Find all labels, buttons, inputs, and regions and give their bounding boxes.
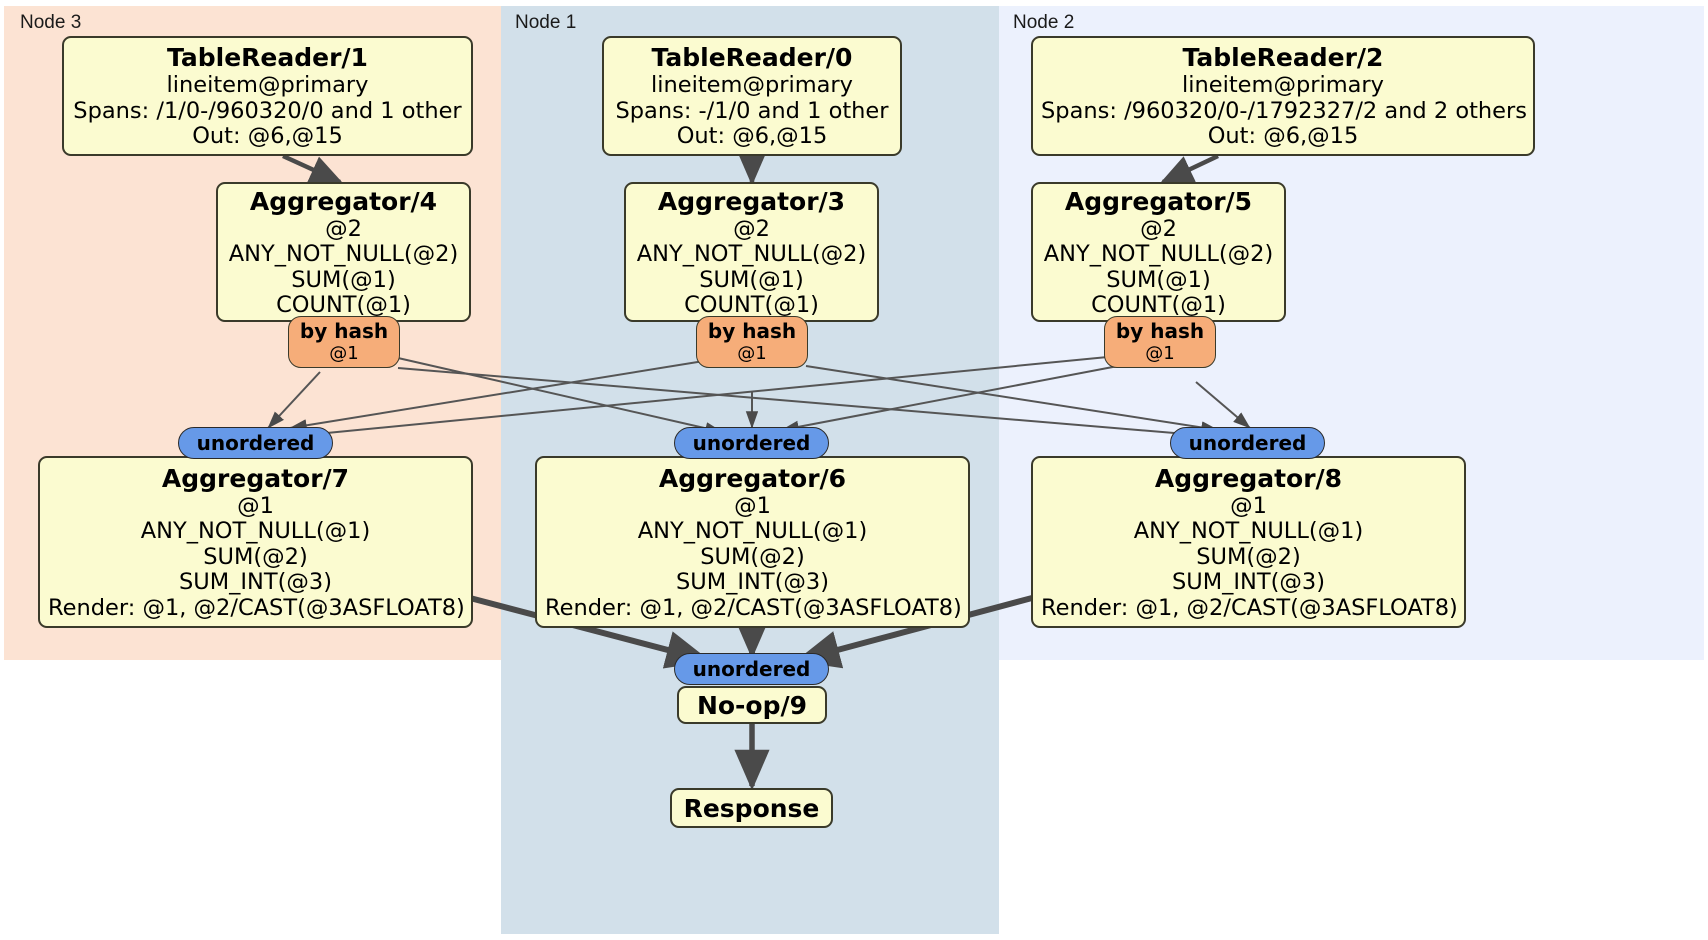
processor-aggregator-8[interactable]: Aggregator/8 @1 ANY_NOT_NULL(@1) SUM(@2)…	[1031, 456, 1466, 628]
processor-line: Spans: /1/0-/960320/0 and 1 other	[73, 97, 462, 124]
processor-line: SUM(@1)	[1106, 266, 1211, 293]
processor-line: lineitem@primary	[1182, 72, 1384, 99]
router-by-hash-center[interactable]: by hash @1	[696, 316, 808, 368]
processor-line: COUNT(@1)	[684, 292, 819, 318]
processor-tablereader-2[interactable]: TableReader/2 lineitem@primary Spans: /9…	[1031, 36, 1535, 156]
synchronizer-label: unordered	[1188, 431, 1307, 455]
processor-line: Render: @1, @2/CAST(@3ASFLOAT8)	[1041, 594, 1458, 621]
processor-title: Response	[683, 793, 820, 823]
processor-line: ANY_NOT_NULL(@2)	[1043, 241, 1274, 267]
processor-line: Render: @1, @2/CAST(@3ASFLOAT8)	[48, 594, 465, 621]
processor-line: ANY_NOT_NULL(@1)	[637, 518, 868, 545]
processor-line: SUM(@1)	[291, 266, 396, 293]
processor-aggregator-5[interactable]: Aggregator/5 @2 ANY_NOT_NULL(@2) SUM(@1)…	[1031, 182, 1286, 322]
router-by-hash-left[interactable]: by hash @1	[288, 316, 400, 368]
processor-response[interactable]: Response	[670, 788, 833, 828]
synchronizer-unordered-right[interactable]: unordered	[1170, 427, 1325, 459]
processor-line: @1	[734, 492, 771, 519]
processor-title: TableReader/0	[651, 43, 853, 73]
processor-title: Aggregator/6	[658, 463, 847, 493]
processor-tablereader-1[interactable]: TableReader/1 lineitem@primary Spans: /1…	[62, 36, 473, 156]
processor-title: No-op/9	[696, 690, 808, 720]
node-label-node3: Node 3	[20, 12, 82, 33]
synchronizer-unordered-center[interactable]: unordered	[674, 427, 829, 459]
processor-line: lineitem@primary	[166, 72, 369, 99]
processor-tablereader-0[interactable]: TableReader/0 lineitem@primary Spans: -/…	[602, 36, 902, 156]
processor-line: @2	[325, 215, 362, 242]
processor-line: @2	[1140, 215, 1177, 242]
node-label-node1: Node 1	[515, 12, 577, 33]
processor-line: ANY_NOT_NULL(@1)	[1133, 518, 1364, 545]
processor-line: Spans: -/1/0 and 1 other	[615, 97, 889, 124]
synchronizer-label: unordered	[196, 431, 315, 455]
processor-line: SUM_INT(@3)	[1172, 569, 1325, 596]
processor-line: COUNT(@1)	[276, 292, 411, 318]
router-column: @1	[329, 343, 359, 364]
processor-aggregator-3[interactable]: Aggregator/3 @2 ANY_NOT_NULL(@2) SUM(@1)…	[624, 182, 879, 322]
router-label: by hash	[299, 319, 389, 343]
processor-line: Out: @6,@15	[192, 123, 343, 150]
processor-title: Aggregator/8	[1154, 463, 1343, 493]
router-column: @1	[1145, 343, 1175, 364]
processor-line: Spans: /960320/0-/1792327/2 and 2 others	[1041, 97, 1528, 124]
synchronizer-unordered-left[interactable]: unordered	[178, 427, 333, 459]
processor-line: @1	[237, 492, 274, 519]
processor-line: @2	[733, 215, 770, 242]
processor-line: ANY_NOT_NULL(@2)	[636, 241, 867, 267]
processor-title: Aggregator/3	[657, 186, 846, 216]
processor-title: Aggregator/4	[249, 186, 438, 216]
node-label-node2: Node 2	[1013, 12, 1075, 33]
router-by-hash-right[interactable]: by hash @1	[1104, 316, 1216, 368]
processor-title: Aggregator/5	[1064, 186, 1253, 216]
processor-line: SUM(@2)	[203, 543, 308, 570]
processor-line: ANY_NOT_NULL(@1)	[140, 518, 371, 545]
processor-line: SUM(@1)	[699, 266, 804, 293]
processor-noop-9[interactable]: No-op/9	[677, 686, 827, 724]
processor-aggregator-6[interactable]: Aggregator/6 @1 ANY_NOT_NULL(@1) SUM(@2)…	[535, 456, 970, 628]
processor-line: COUNT(@1)	[1091, 292, 1226, 318]
processor-title: TableReader/1	[167, 43, 368, 73]
router-label: by hash	[1115, 319, 1205, 343]
processor-line: Out: @6,@15	[676, 123, 828, 150]
processor-line: lineitem@primary	[651, 72, 853, 99]
router-column: @1	[737, 343, 767, 364]
processor-line: ANY_NOT_NULL(@2)	[228, 241, 459, 267]
router-label: by hash	[707, 319, 797, 343]
processor-line: SUM(@2)	[1196, 543, 1301, 570]
processor-line: Out: @6,@15	[1207, 123, 1359, 150]
processor-line: @1	[1230, 492, 1267, 519]
synchronizer-label: unordered	[692, 431, 811, 455]
processor-aggregator-4[interactable]: Aggregator/4 @2 ANY_NOT_NULL(@2) SUM(@1)…	[216, 182, 471, 322]
processor-line: SUM_INT(@3)	[676, 569, 829, 596]
processor-aggregator-7[interactable]: Aggregator/7 @1 ANY_NOT_NULL(@1) SUM(@2)…	[38, 456, 473, 628]
processor-title: Aggregator/7	[161, 463, 350, 493]
processor-line: Render: @1, @2/CAST(@3ASFLOAT8)	[545, 594, 962, 621]
processor-title: TableReader/2	[1182, 43, 1384, 73]
processor-line: SUM(@2)	[700, 543, 805, 570]
processor-line: SUM_INT(@3)	[179, 569, 332, 596]
synchronizer-label: unordered	[692, 657, 811, 681]
synchronizer-unordered-final[interactable]: unordered	[674, 653, 829, 685]
